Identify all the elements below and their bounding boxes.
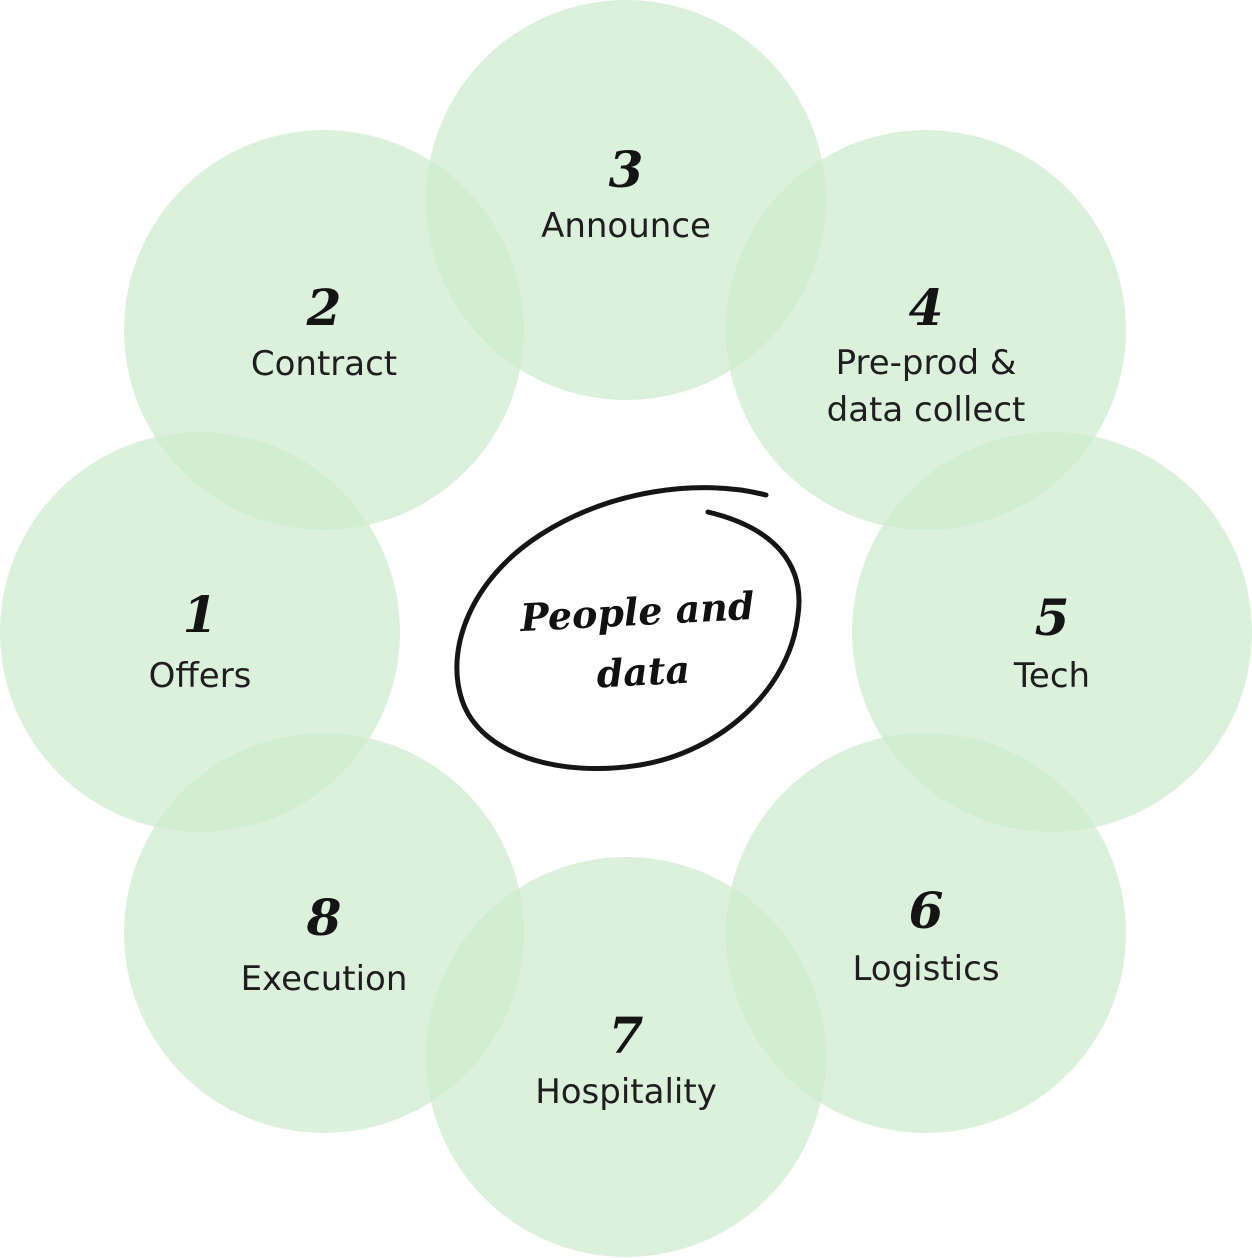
stage-label-4-line-1: Pre-prod & — [836, 343, 1017, 383]
stage-label-6: Logistics — [852, 949, 999, 989]
stage-circle-8 — [124, 733, 524, 1133]
stage-label-2: Contract — [251, 344, 397, 384]
stage-circle-1 — [0, 432, 400, 832]
center-label-line-2: data — [595, 647, 691, 697]
stage-label-5: Tech — [1013, 656, 1090, 696]
stage-number-7: 7 — [609, 1006, 644, 1065]
center-label-line-1: People and — [518, 583, 755, 640]
stage-number-1: 1 — [183, 585, 218, 644]
stage-circle-2 — [124, 130, 524, 530]
stage-label-3: Announce — [541, 206, 711, 246]
stage-number-5: 5 — [1035, 588, 1070, 647]
stage-number-3: 3 — [609, 140, 644, 199]
stage-circle-6 — [726, 733, 1126, 1133]
stage-number-6: 6 — [909, 881, 944, 940]
stage-number-4: 4 — [909, 278, 944, 337]
stage-circle-4 — [726, 130, 1126, 530]
stage-number-8: 8 — [306, 888, 342, 947]
stage-label-1: Offers — [149, 656, 252, 696]
stage-label-7: Hospitality — [535, 1072, 717, 1112]
stage-label-4-line-2: data collect — [827, 390, 1026, 430]
center-hub: People and data — [454, 485, 802, 772]
stage-circle-3 — [426, 0, 826, 400]
stage-label-8: Execution — [241, 959, 408, 999]
stage-number-2: 2 — [306, 278, 342, 337]
stage-circle-7 — [426, 857, 826, 1257]
hand-drawn-ring — [454, 485, 802, 772]
stage-circle-5 — [852, 432, 1252, 832]
